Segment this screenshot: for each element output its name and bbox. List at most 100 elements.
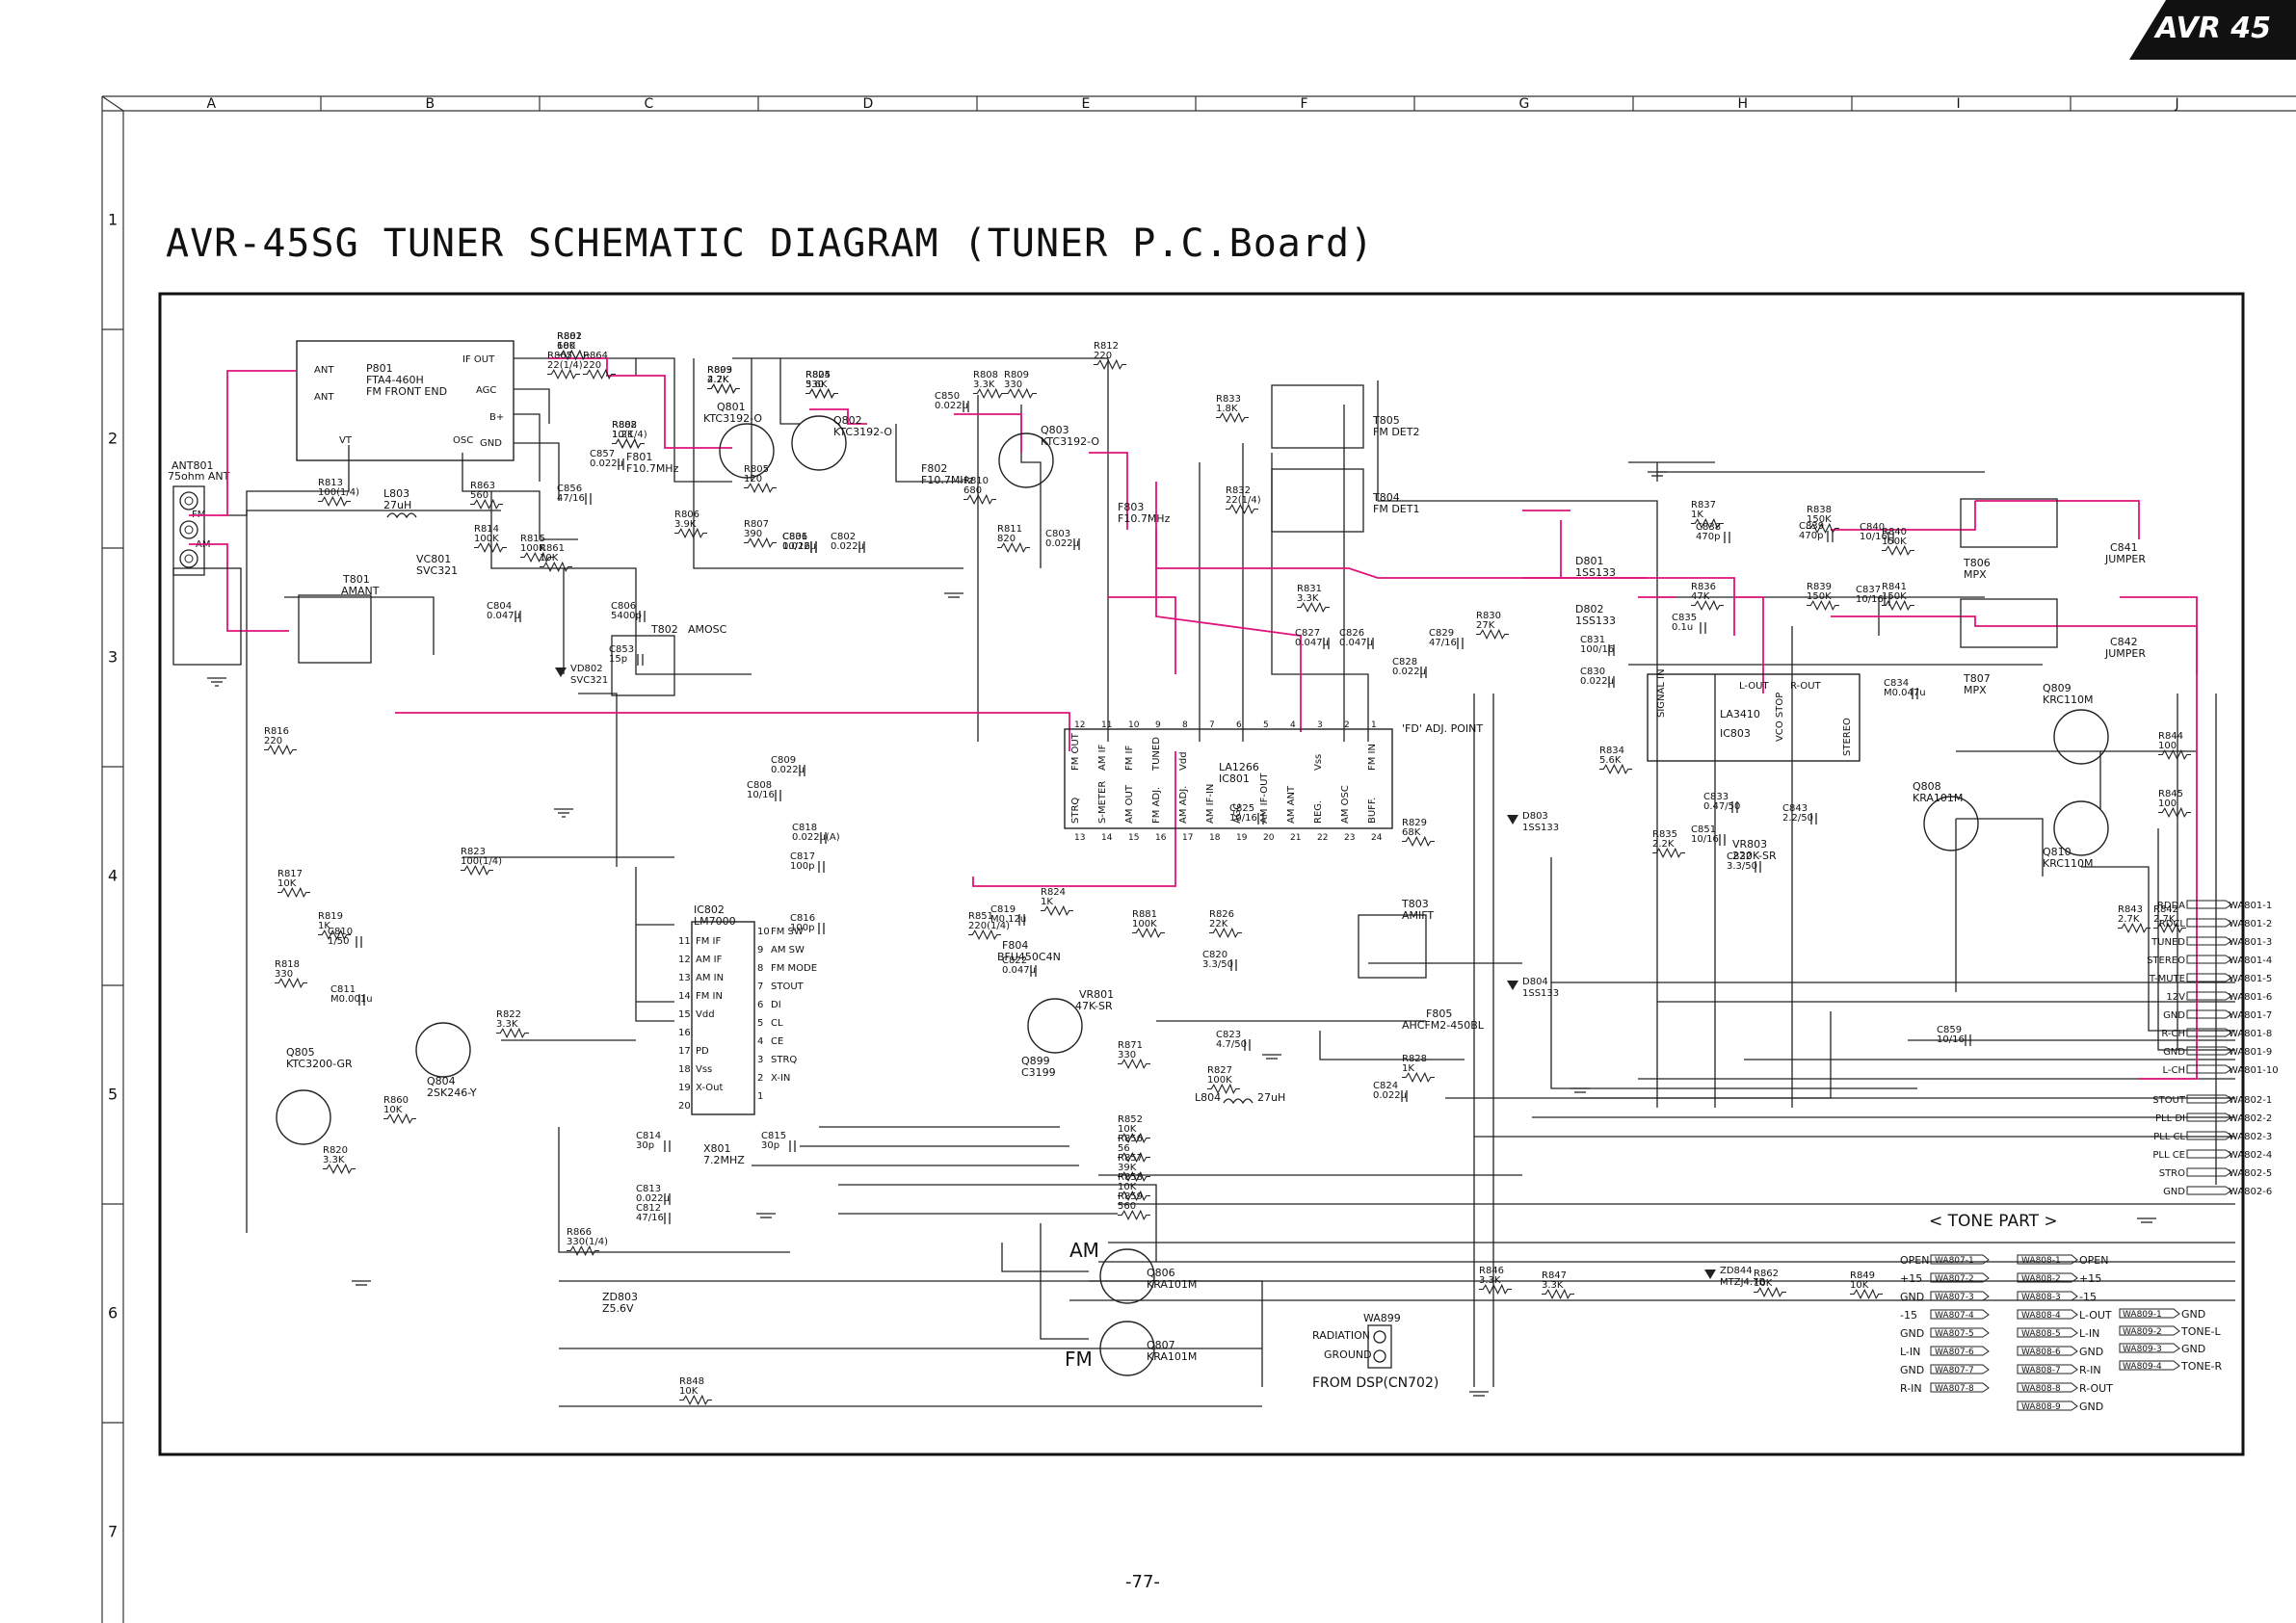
resistor-symbol xyxy=(1690,600,1725,611)
resistor-symbol xyxy=(473,542,508,553)
svg-text:STEREO: STEREO xyxy=(1842,718,1853,756)
tone-wa808-signal: +15 xyxy=(2079,1272,2101,1285)
grid-col-label: F xyxy=(1301,96,1308,112)
connector-pin-flag xyxy=(2186,918,2232,928)
tone-pin-flag xyxy=(1930,1272,1990,1283)
svg-text:D802: D802 xyxy=(1575,603,1603,615)
tone-wa809-pin: WA809-3 xyxy=(2123,1345,2162,1354)
tone-pin-flag xyxy=(2017,1364,2078,1374)
svg-text:'FD' ADJ. POINT: 'FD' ADJ. POINT xyxy=(1402,722,1483,735)
capacitor-value: 3.3/50 xyxy=(1727,861,1757,872)
resistor-symbol xyxy=(1117,1210,1151,1220)
resistor-value: 5.6K xyxy=(805,380,828,390)
resistor-symbol xyxy=(1208,928,1243,938)
svg-text:AMOSC: AMOSC xyxy=(688,623,727,636)
grid-col-label: E xyxy=(1082,96,1091,112)
fm-front-end: P801 FTA4-460H FM FRONT END ANT ANT VT I… xyxy=(296,340,515,461)
ic802-pin-label: FM IN xyxy=(696,991,723,1002)
diode-part: SVC321 xyxy=(570,675,608,686)
ic802-pin-label: FM SW xyxy=(771,927,804,937)
connector-pin-id: WA801-8 xyxy=(2229,1029,2272,1039)
resistor-symbol xyxy=(1117,1059,1151,1069)
connector-pin-id: WA802-4 xyxy=(2229,1150,2272,1161)
transformers xyxy=(172,384,2058,979)
resistor-value: 150K xyxy=(1807,514,1832,525)
svg-text:SIGNAL IN: SIGNAL IN xyxy=(1656,668,1667,718)
grid-col-label: I xyxy=(1957,96,1961,112)
svg-text:JUMPER: JUMPER xyxy=(2104,553,2146,565)
capacitor-value: 0.047u xyxy=(487,611,520,621)
resistor-symbol xyxy=(582,369,617,380)
capacitor-value: 470p xyxy=(1799,531,1823,541)
tone-wa809-signal: TONE-R xyxy=(2180,1360,2223,1373)
capacitor-value: 0.022u xyxy=(1392,667,1426,677)
connector-pin-id: WA802-5 xyxy=(2229,1168,2272,1179)
resistor-ref: R846 xyxy=(1479,1266,1504,1276)
diode-part: MTZJ4.7B xyxy=(1720,1277,1765,1288)
resistor-ref: R848 xyxy=(679,1376,704,1387)
capacitor-value: 0.1u xyxy=(1672,622,1693,633)
resistor-ref: R815 xyxy=(520,534,545,544)
ic801-pin-number: 3 xyxy=(1317,720,1323,730)
connector-pin-flag xyxy=(2186,1094,2232,1104)
grid-col-label: A xyxy=(207,96,217,112)
ic801-pin-label: AM ANT xyxy=(1286,785,1297,824)
tone-pin-flag xyxy=(1930,1309,1990,1320)
ic801-pin-label: Vdd xyxy=(1178,751,1189,771)
svg-text:Q805: Q805 xyxy=(286,1046,315,1059)
svg-text:L803: L803 xyxy=(383,487,409,500)
ic801-pin-label: AGC xyxy=(1232,803,1243,824)
grid-row-label: 3 xyxy=(108,648,118,667)
svg-text:FM FRONT END: FM FRONT END xyxy=(366,385,447,398)
model-badge: AVR 45 xyxy=(2129,0,2296,60)
ic802-pin-number: 2 xyxy=(757,1073,763,1084)
resistor-ref: R837 xyxy=(1691,500,1716,510)
svg-text:T806: T806 xyxy=(1963,557,1991,569)
svg-text:B+: B+ xyxy=(489,412,504,423)
resistor-ref: R866 xyxy=(567,1227,592,1238)
resistor-ref: R899 xyxy=(707,365,732,376)
connector-signal-name: STRO xyxy=(2159,1168,2185,1179)
tone-part: < TONE PART > xyxy=(1929,1212,2058,1231)
resistor-value: 100K xyxy=(1132,919,1157,929)
tone-pin-flag xyxy=(2017,1254,2078,1265)
resistor-ref: R888 xyxy=(612,420,637,431)
svg-text:27uH: 27uH xyxy=(1257,1091,1285,1104)
svg-text:AMANT: AMANT xyxy=(341,585,380,597)
resistor-symbol xyxy=(274,978,308,988)
tone-wa807-signal: R-IN xyxy=(1900,1382,1922,1395)
ic801-pin-label: AM IF-OUT xyxy=(1259,772,1270,824)
connector-pin-id: WA802-3 xyxy=(2229,1132,2272,1142)
svg-text:Q809: Q809 xyxy=(2043,682,2072,694)
svg-text:Q806: Q806 xyxy=(1147,1267,1175,1279)
svg-text:C842: C842 xyxy=(2110,636,2138,648)
capacitor-ref: C857 xyxy=(590,449,615,459)
resistor-value: 1K xyxy=(318,921,330,931)
resistor-ref: R835 xyxy=(1652,829,1677,840)
resistor-value: 390 xyxy=(744,529,762,539)
resistor-ref: R839 xyxy=(1807,582,1832,592)
antenna-terminal: ANT801 75ohm ANT FM AM xyxy=(168,459,230,576)
ic802-pin-number: 16 xyxy=(678,1028,691,1038)
connector-pin-flag xyxy=(2186,1186,2232,1195)
tone-wa808-signal: R-OUT xyxy=(2079,1382,2113,1395)
tone-pin-flag xyxy=(1930,1346,1990,1356)
capacitor-value: M0.001u xyxy=(330,994,373,1005)
capacitor-value: 0.047u xyxy=(1339,638,1373,648)
diode-symbol xyxy=(555,668,567,677)
svg-text:Q802: Q802 xyxy=(833,414,862,427)
tone-wa809-signal: GND xyxy=(2181,1343,2205,1355)
resistor-ref: R805 xyxy=(744,464,769,475)
svg-text:KRC110M: KRC110M xyxy=(2043,694,2093,706)
grid-row-label: 5 xyxy=(108,1086,118,1104)
tone-pin-flag xyxy=(2017,1309,2078,1320)
resistor-value: 1K xyxy=(1402,1063,1414,1074)
resistor-value: 1.2K xyxy=(612,430,634,440)
diode-part: 1SS133 xyxy=(1522,988,1559,999)
svg-text:Z5.6V: Z5.6V xyxy=(602,1302,634,1315)
svg-text:ZD803: ZD803 xyxy=(602,1291,638,1303)
tone-wa808-signal: L-IN xyxy=(2079,1327,2099,1340)
capacitor-ref: C830 xyxy=(1580,667,1605,677)
resistor-value: 100K xyxy=(1207,1075,1232,1086)
resistor-value: 150K xyxy=(1807,591,1832,602)
